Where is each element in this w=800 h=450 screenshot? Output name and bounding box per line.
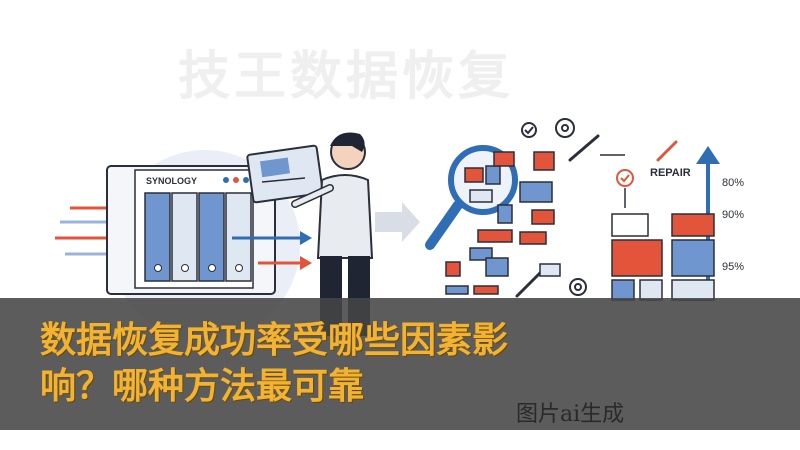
headline-line-1: 数据恢复成功率受哪些因素影: [40, 320, 509, 361]
check-icons: [521, 122, 634, 187]
headline: 数据恢复成功率受哪些因素影 响？哪种方法最可靠: [40, 318, 680, 410]
repaired-blocks: [611, 213, 715, 301]
nas-device: [106, 165, 276, 295]
gear-icons: [555, 118, 587, 296]
percent-label-80: 80%: [722, 177, 744, 189]
percent-label-90: 90%: [722, 209, 744, 221]
outgoing-arrows: [232, 231, 312, 270]
percent-label-95: 95%: [722, 261, 744, 273]
repair-wrench-icon: [656, 140, 678, 162]
process-arrow: [375, 202, 420, 242]
caption-banner: [0, 298, 800, 430]
data-fragments: [445, 151, 561, 295]
bottom-strip: [0, 430, 800, 450]
nas-brand-label: SYNOLOGY: [146, 176, 197, 186]
headline-line-2: 响？哪种方法最可靠: [40, 366, 365, 407]
watermark-text: 技王数据恢复: [178, 46, 515, 107]
repair-label: REPAIR: [650, 167, 691, 179]
ai-generated-caption: 图片ai生成: [516, 402, 625, 427]
